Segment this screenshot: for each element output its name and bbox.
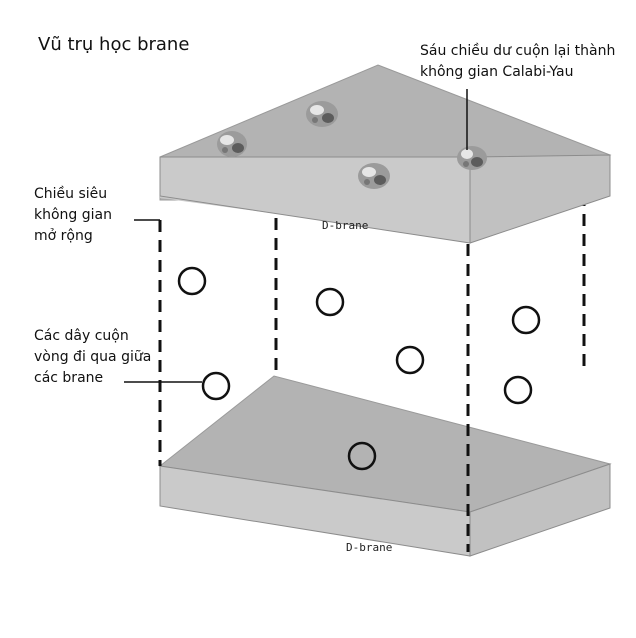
top-brane (159, 64, 612, 244)
hyperspace-back-edges (274, 194, 586, 380)
top-brane-label: D-brane (322, 219, 369, 232)
strings-label-line: các brane (34, 370, 104, 386)
leader-lines (124, 89, 468, 383)
strings-label: Các dây cuộn vòng đi qua giữa các brane (34, 326, 151, 389)
closed-string-loop-icon (511, 305, 541, 335)
hyperspace-front-edges (158, 220, 470, 552)
bottom-brane-label: D-brane (346, 541, 393, 554)
closed-string-loop-icon (503, 375, 533, 405)
bottom-brane (158, 375, 612, 557)
hyperspace-label-line: mở rộng (34, 228, 93, 244)
calabi-yau-manifold-icon (358, 163, 390, 189)
closed-string-loop-icon (347, 441, 377, 471)
closed-string-loop-icon (201, 371, 231, 401)
page-title: Vũ trụ học brane (38, 34, 190, 55)
calabi-yau-manifold-icon (457, 146, 487, 170)
strings-label-line: vòng đi qua giữa (34, 349, 152, 365)
hyperspace-label-line: Chiều siêu (34, 186, 108, 202)
calabi-yau-manifold-icon (217, 131, 247, 157)
closed-string-loop-icon (315, 287, 345, 317)
calabi-yau-manifolds (217, 101, 487, 189)
calabi-yau-label-line: không gian Calabi-Yau (420, 64, 574, 80)
calabi-yau-label: Sáu chiều dư cuộn lại thành không gian C… (420, 41, 615, 83)
calabi-yau-manifold-icon (306, 101, 338, 127)
hyperspace-label: Chiều siêu không gian mở rộng (34, 184, 112, 247)
calabi-yau-label-line: Sáu chiều dư cuộn lại thành (420, 43, 616, 59)
closed-strings (177, 266, 541, 471)
closed-string-loop-icon (395, 345, 425, 375)
closed-string-loop-icon (177, 266, 207, 296)
strings-label-line: Các dây cuộn (34, 328, 129, 344)
hyperspace-label-line: không gian (34, 207, 112, 223)
